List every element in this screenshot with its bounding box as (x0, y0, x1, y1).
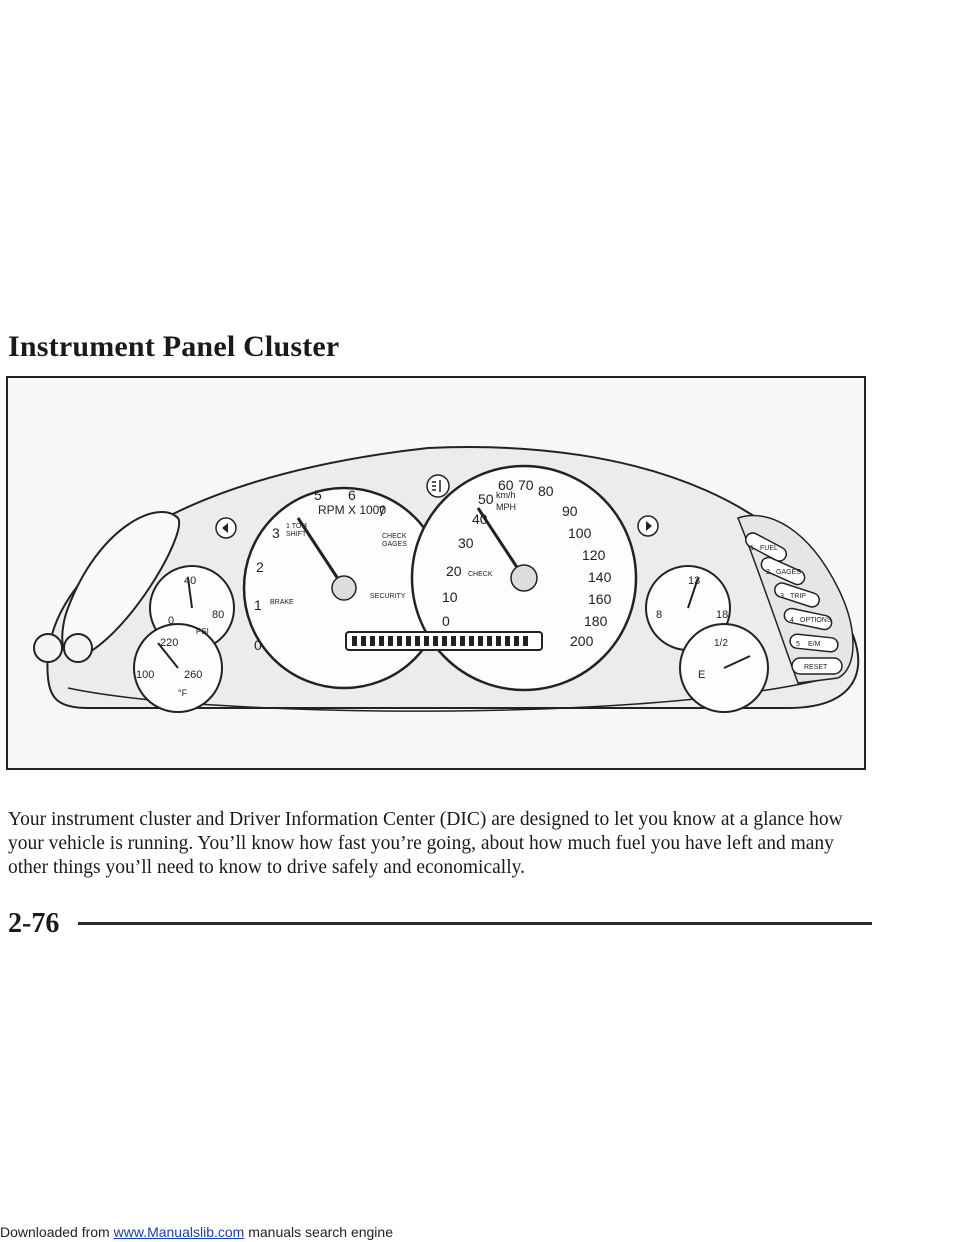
tach-number-6: 6 (348, 487, 356, 503)
cluster-drawing: RPM X 1000 0 1 2 3 5 6 7 1 TO 4 SHIFT BR… (33, 446, 860, 713)
oil-number-0: 0 (168, 615, 174, 627)
dic-button-trip-label: TRIP (790, 593, 806, 600)
oil-unit-label: PSI (196, 627, 209, 636)
dic-button-gages[interactable]: 2 GAGES (759, 555, 807, 586)
tach-number-2: 2 (256, 559, 264, 575)
manualslib-link[interactable]: www.Manualslib.com (113, 1224, 245, 1240)
shift-label-2: SHIFT (286, 531, 307, 538)
dic-button-options-label: OPTIONS (800, 617, 832, 624)
dic-button-options-num: 4 (790, 617, 794, 624)
tach-label: RPM X 1000 (318, 503, 386, 517)
dic-button-trip[interactable]: 3 TRIP (773, 581, 821, 609)
speedo-number-50: 50 (478, 491, 494, 507)
tach-number-7: 7 (378, 503, 386, 519)
tach-number-0: 0 (254, 637, 262, 653)
speedo-number-120: 120 (582, 547, 606, 563)
shift-label-1: 1 TO 4 (286, 523, 307, 530)
instrument-cluster-illustration: RPM X 1000 0 1 2 3 5 6 7 1 TO 4 SHIFT BR… (6, 376, 866, 770)
speedo-number-20: 20 (446, 563, 462, 579)
dic-button-em[interactable]: 5 E/M (789, 633, 839, 653)
headlamp-switch-2 (63, 633, 93, 663)
volt-number-13: 13 (688, 575, 700, 587)
tach-number-3: 3 (272, 525, 280, 541)
fuel-label-half: 1/2 (714, 638, 728, 649)
speedo-number-200: 200 (570, 633, 594, 649)
speedo-units-kmh: km/h (496, 490, 516, 500)
dic-button-em-label: E/M (808, 641, 821, 648)
oil-needle (187, 577, 193, 609)
brake-label: BRAKE (270, 599, 294, 606)
dic-button-gages-num: 2 (766, 569, 770, 576)
speedo-units-mph: MPH (496, 502, 516, 512)
dic-button-reset[interactable]: RESET (791, 657, 843, 675)
tach-number-5: 5 (314, 487, 322, 503)
speedo-number-90: 90 (562, 503, 578, 519)
speedo-number-30: 30 (458, 535, 474, 551)
speedo-number-140: 140 (588, 569, 612, 585)
temp-needle (157, 642, 179, 669)
temp-number-220: 220 (160, 637, 178, 649)
dic-button-fuel[interactable]: 1 FUEL (743, 530, 788, 563)
volt-needle (687, 577, 699, 609)
oil-number-40: 40 (184, 575, 196, 587)
tach-number-1: 1 (254, 597, 262, 613)
fuel-label-e: E (698, 669, 705, 681)
check-gages-label-1: CHECK (382, 533, 407, 540)
volt-number-8: 8 (656, 609, 662, 621)
speedometer-needle (476, 507, 526, 579)
oil-number-80: 80 (212, 609, 224, 621)
speedo-check-label: CHECK (468, 571, 493, 578)
speedo-number-0: 0 (442, 613, 450, 629)
headlamp-switch (33, 633, 63, 663)
dic-button-fuel-num: 1 (750, 545, 754, 552)
volt-number-18: 18 (716, 609, 728, 621)
speedo-number-40: 40 (472, 511, 488, 527)
footer-prefix: Downloaded from (0, 1224, 114, 1240)
speedo-number-160: 160 (588, 591, 612, 607)
dic-display-segments (352, 636, 528, 646)
speedo-number-60: 60 (498, 477, 514, 493)
page-number: 2-76 (8, 908, 60, 939)
speedo-number-70: 70 (518, 477, 534, 493)
dic-button-em-num: 5 (796, 641, 800, 648)
temp-unit-label: °F (178, 688, 188, 698)
tachometer-needle (296, 517, 346, 589)
speedo-number-180: 180 (584, 613, 608, 629)
page-title: Instrument Panel Cluster (8, 330, 340, 363)
speedo-number-100: 100 (568, 525, 592, 541)
footer-rule (78, 922, 872, 925)
security-label: SECURITY (370, 593, 406, 600)
dic-button-options[interactable]: 4 OPTIONS (783, 607, 833, 631)
check-gages-label-2: GAGES (382, 541, 407, 548)
speedo-number-10: 10 (442, 589, 458, 605)
temp-number-100: 100 (136, 669, 154, 681)
dic-button-reset-label: RESET (804, 664, 828, 671)
dic-button-fuel-label: FUEL (760, 545, 778, 552)
dic-button-trip-num: 3 (780, 593, 784, 600)
fuel-needle (723, 655, 751, 669)
intro-paragraph: Your instrument cluster and Driver Infor… (8, 809, 843, 878)
download-footer: Downloaded from www.Manualslib.com manua… (0, 1224, 393, 1240)
speedo-number-80: 80 (538, 483, 554, 499)
footer-suffix: manuals search engine (244, 1224, 393, 1240)
high-beam-icon (426, 474, 450, 498)
temp-number-260: 260 (184, 669, 202, 681)
dic-button-gages-label: GAGES (776, 569, 801, 576)
